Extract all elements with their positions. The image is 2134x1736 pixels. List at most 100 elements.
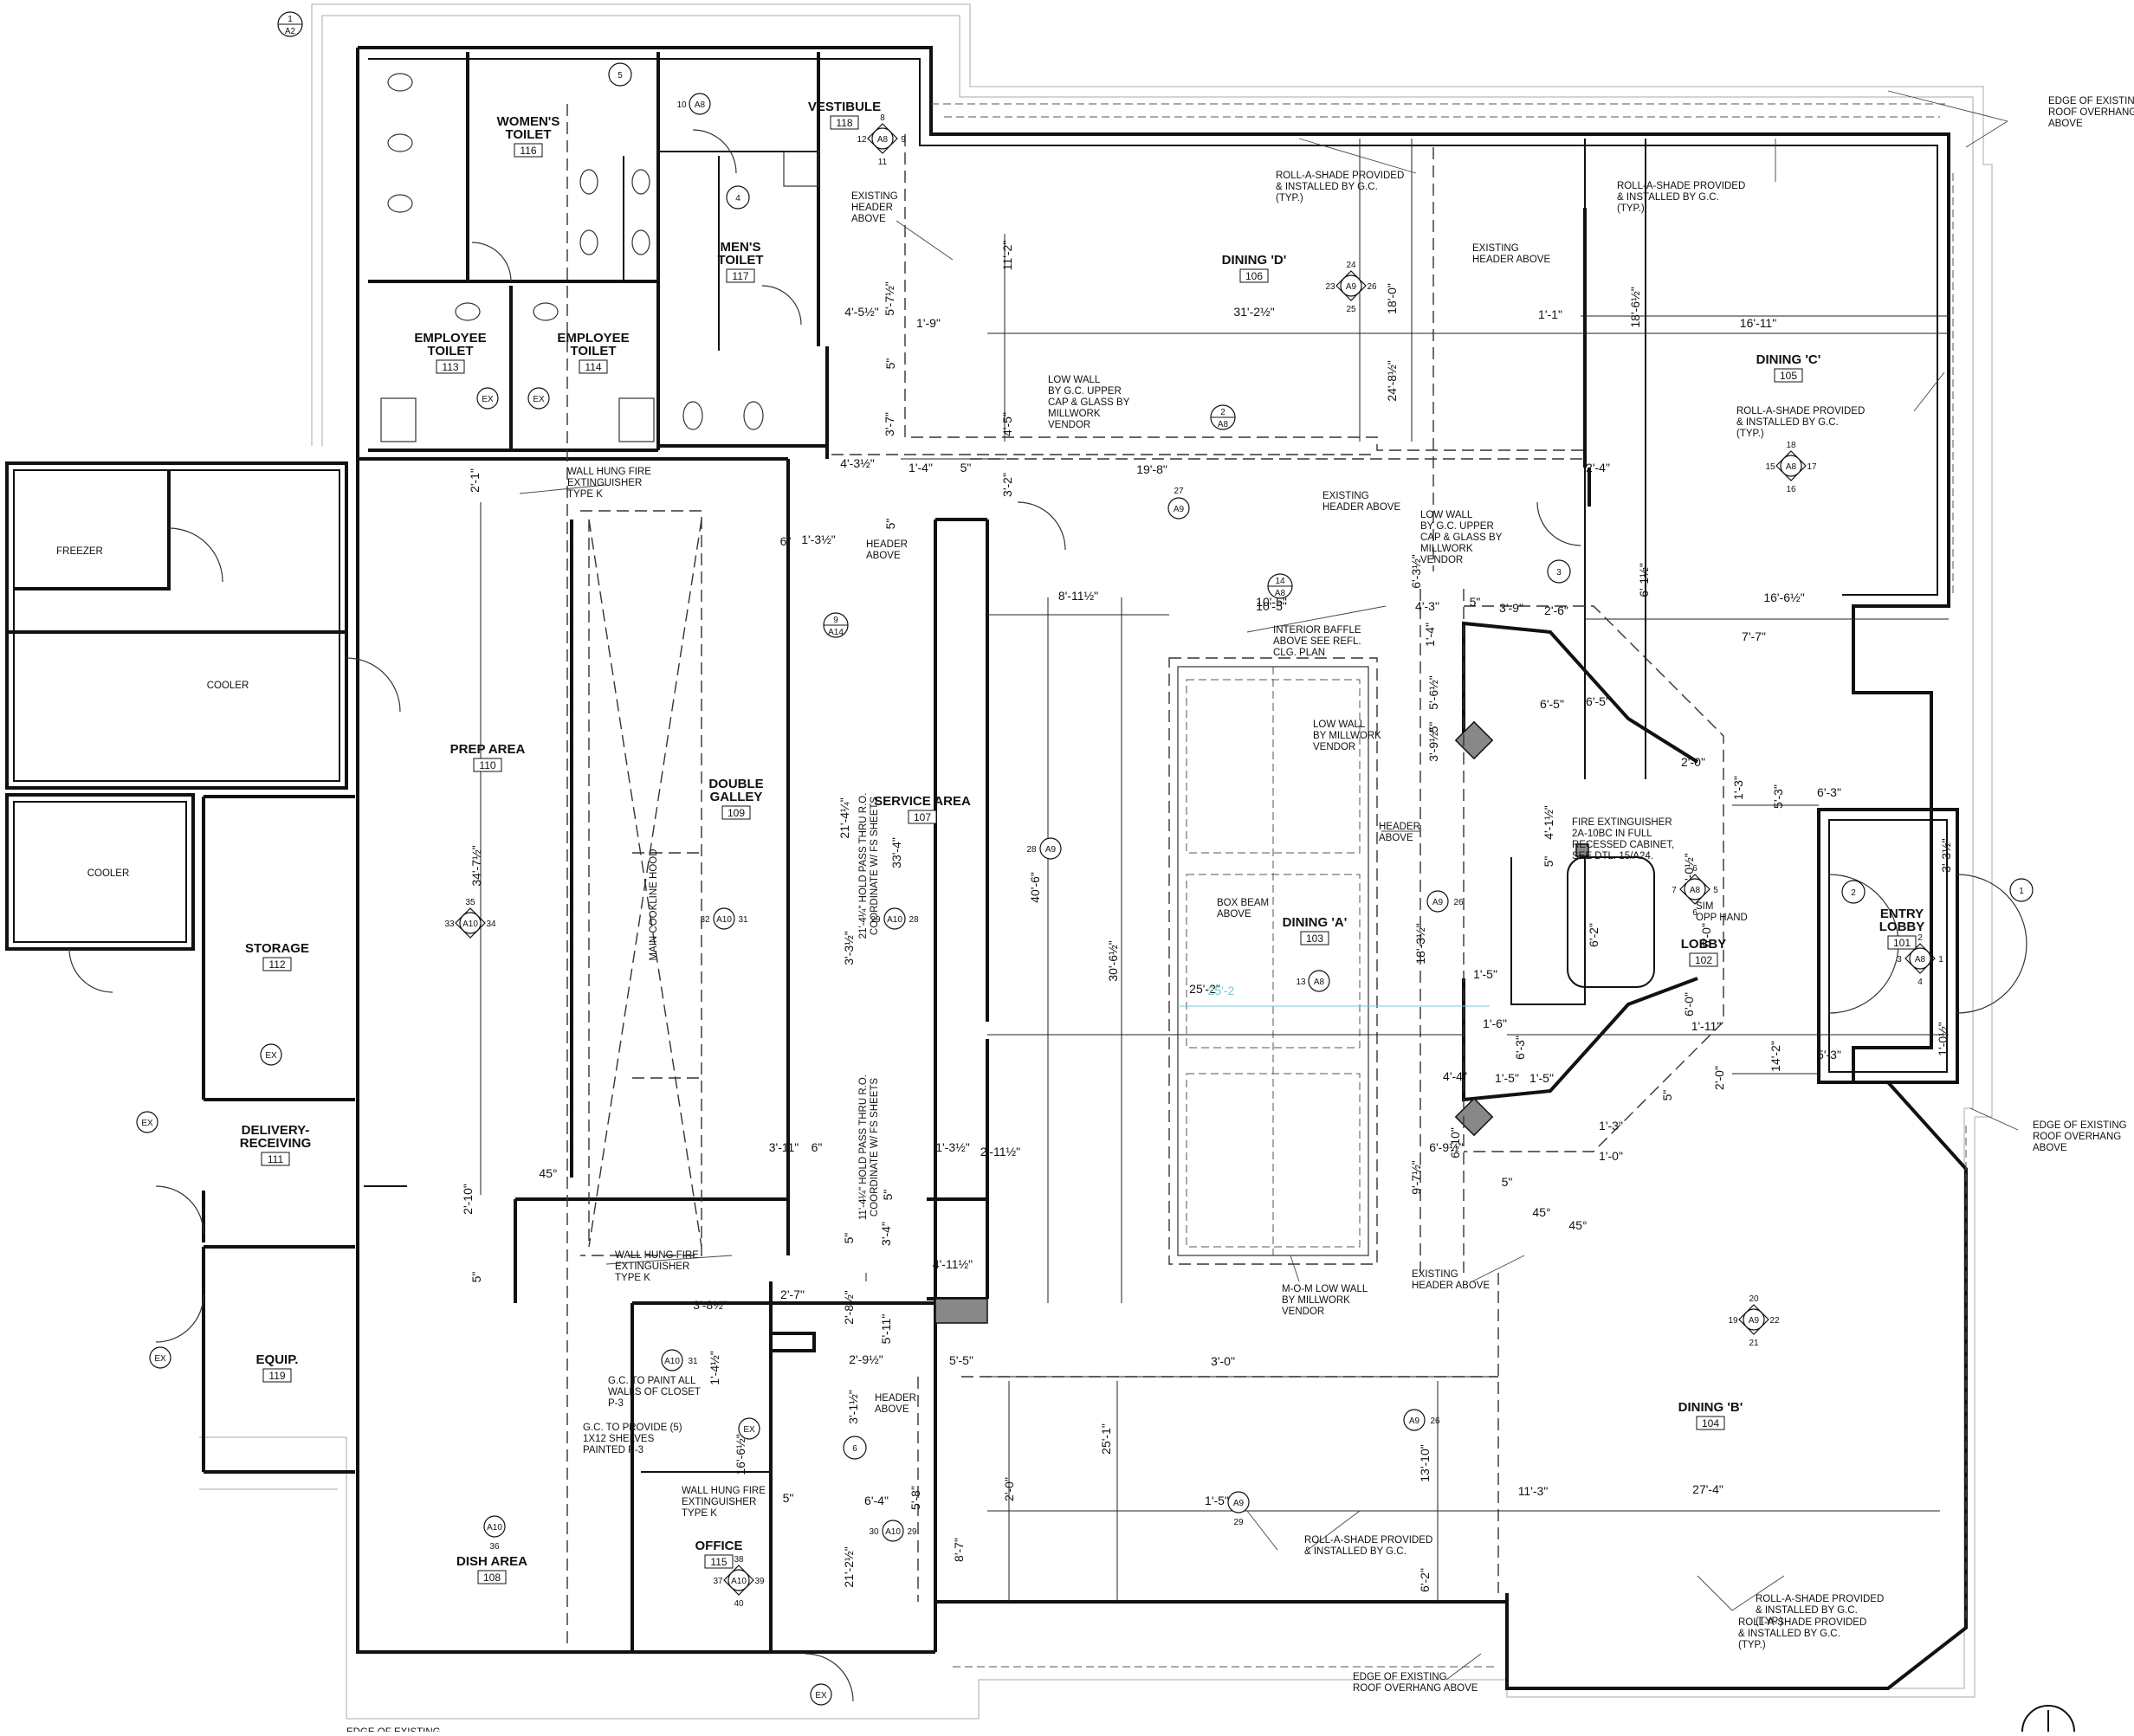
exterior-glazing (931, 103, 1967, 1668)
room-number: 110 (479, 759, 495, 771)
dimension-text: 3'-9" (1499, 601, 1523, 615)
section-tag: 1A2 (277, 11, 303, 37)
elevation-ref-view: 29 (907, 1527, 917, 1537)
room-name: DINING 'C' (1756, 352, 1821, 367)
elevation-ref-view: 4 (1917, 978, 1923, 987)
extinguisher-icon: EX (527, 387, 550, 410)
elevation-ref-view: 36 (489, 1542, 500, 1552)
entry-lobby-walls (1817, 808, 2027, 1084)
room-number-box (579, 359, 608, 374)
elevation-ref-sheet: A8 (1314, 978, 1325, 987)
dimension-text: 3'-7" (883, 412, 896, 436)
dimension-text: 6'-0" (1682, 992, 1696, 1016)
dimension-text: 8'-7" (952, 1538, 966, 1562)
dimension-text: 40'-6" (1028, 872, 1042, 903)
dimension-text: 14'-2" (1769, 1041, 1782, 1072)
dimension-text: 1'-3" (1599, 1119, 1623, 1133)
door-marker-number: 6 (852, 1444, 857, 1454)
dimension-text: 2'-9½" (849, 1352, 883, 1366)
room-number-box (908, 810, 937, 824)
elevation-ref-view: 31 (688, 1357, 698, 1366)
elevation-ref-sheet: A9 (1432, 898, 1444, 907)
dimension-text: 2'-0" (1712, 1066, 1726, 1090)
elevation-ref-view: 28 (909, 915, 919, 925)
dimension-text: 6'-3½" (1409, 554, 1423, 589)
room-number: 101 (1893, 937, 1911, 949)
room-number-box (261, 1152, 290, 1166)
dimension-text: 2'-0" (1681, 755, 1705, 769)
dimension-text: 16'-6½" (1763, 590, 1804, 604)
door-marker-number: 1 (2019, 887, 2024, 896)
elevation-ref-sheet: A10 (716, 915, 732, 925)
note: ROLL-A-SHADE PROVIDED& INSTALLED BY G.C.… (1738, 1617, 1866, 1650)
dimension-text: 1'-6" (1483, 1016, 1507, 1030)
room-name: DINING 'B' (1678, 1400, 1743, 1415)
dimension-text: 1'-5" (1473, 967, 1497, 981)
space-freezer: FREEZER (56, 546, 103, 557)
elevation-ref-view: 22 (1769, 1316, 1780, 1326)
dimension-text: 18'-3½" (1413, 923, 1427, 964)
elevation-ref-view: 27 (1174, 487, 1184, 496)
room-number-box (477, 1570, 507, 1584)
dimension-text: 3'-3½" (842, 931, 856, 965)
section-tag-sheet: A8 (1275, 589, 1286, 598)
elevation-ref-sheet: A10 (487, 1523, 502, 1533)
elevation-ref-sheet: A8 (877, 135, 889, 145)
section-tag: 2A8 (1210, 404, 1236, 430)
elevation-ref-sheet: A8 (1915, 955, 1926, 965)
elevation-ref-view: 7 (1672, 886, 1677, 895)
elevation-ref-view: 35 (465, 898, 475, 907)
dimension-text: 4'-11½" (933, 1257, 973, 1271)
extinguisher-icon: EX (136, 1111, 158, 1133)
dimension-text: 4'-3½" (840, 456, 875, 470)
elevation-ref-sheet: A9 (1749, 1316, 1760, 1326)
dimension-text: 6'-2" (1418, 1568, 1432, 1592)
dimension-text: 1'-9" (916, 316, 941, 330)
dimension-text: 6'-10" (1448, 1127, 1462, 1158)
elevation-ref-sheet: A10 (887, 915, 902, 925)
dimension-text: 16'-6½" (734, 1434, 747, 1475)
room-diningc: DINING 'C'105 (1756, 352, 1821, 383)
dimension-text: 34'-7½" (469, 845, 483, 886)
room-number: 113 (442, 361, 458, 373)
dimension-text: 5" (1542, 856, 1555, 868)
room-number: 109 (728, 807, 745, 819)
dimension-text: 24'-8½" (1385, 360, 1399, 401)
room-name: DINING 'A' (1283, 915, 1348, 930)
dimension-text: 21'-4¼" (837, 797, 851, 838)
room-number: 118 (836, 117, 852, 129)
room-number-box (262, 1368, 292, 1383)
room-number: 102 (1695, 954, 1712, 966)
elevation-ref-view: 26 (1367, 282, 1377, 292)
dimension-text: 31'-2½" (1233, 305, 1274, 319)
note: ROLL-A-SHADE PROVIDED& INSTALLED BY G.C.… (1617, 181, 1745, 214)
room-number-box (1689, 952, 1718, 967)
elevation-ref-view: 25 (1346, 305, 1356, 314)
space-cooler1: COOLER (207, 681, 249, 691)
